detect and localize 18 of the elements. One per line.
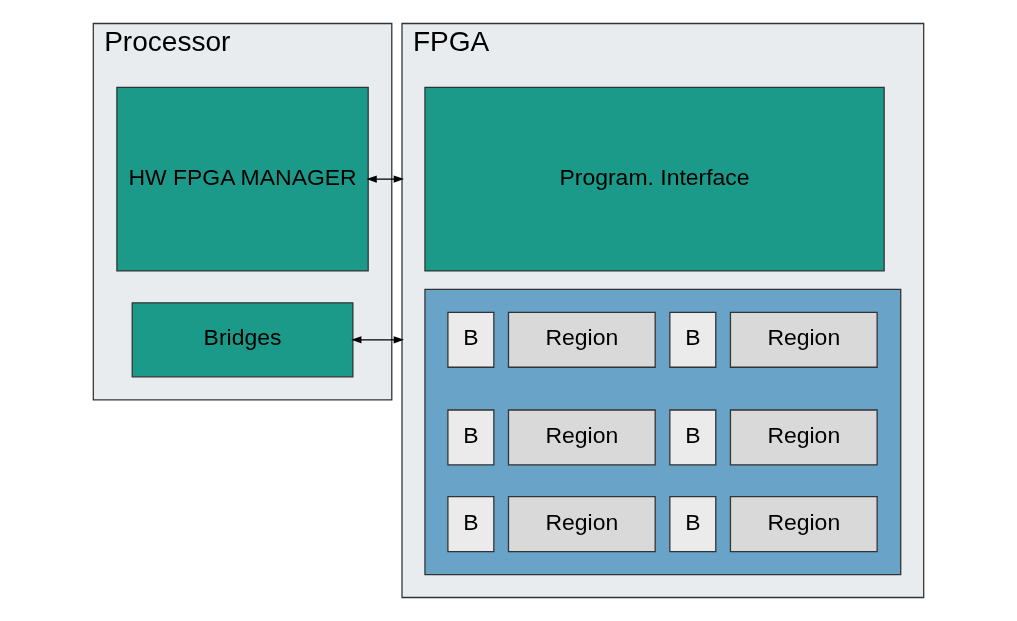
- node-box: Region: [507, 409, 656, 466]
- node-box: Program. Interface: [424, 86, 885, 272]
- cluster: [424, 288, 902, 576]
- node-box: B: [669, 496, 717, 553]
- node-box: Region: [507, 496, 656, 553]
- node-box: B: [669, 311, 717, 368]
- node-box: B: [447, 496, 495, 553]
- node-box: Bridges: [131, 302, 354, 378]
- node-box: B: [447, 311, 495, 368]
- node-box: Region: [507, 311, 656, 368]
- arrow: [351, 336, 404, 344]
- node-box: B: [669, 409, 717, 466]
- arrow: [366, 175, 404, 183]
- node-box: Region: [729, 496, 878, 553]
- node-box: B: [447, 409, 495, 466]
- node-box: Region: [729, 311, 878, 368]
- node-box: Region: [729, 409, 878, 466]
- node-box: HW FPGA MANAGER: [116, 86, 369, 272]
